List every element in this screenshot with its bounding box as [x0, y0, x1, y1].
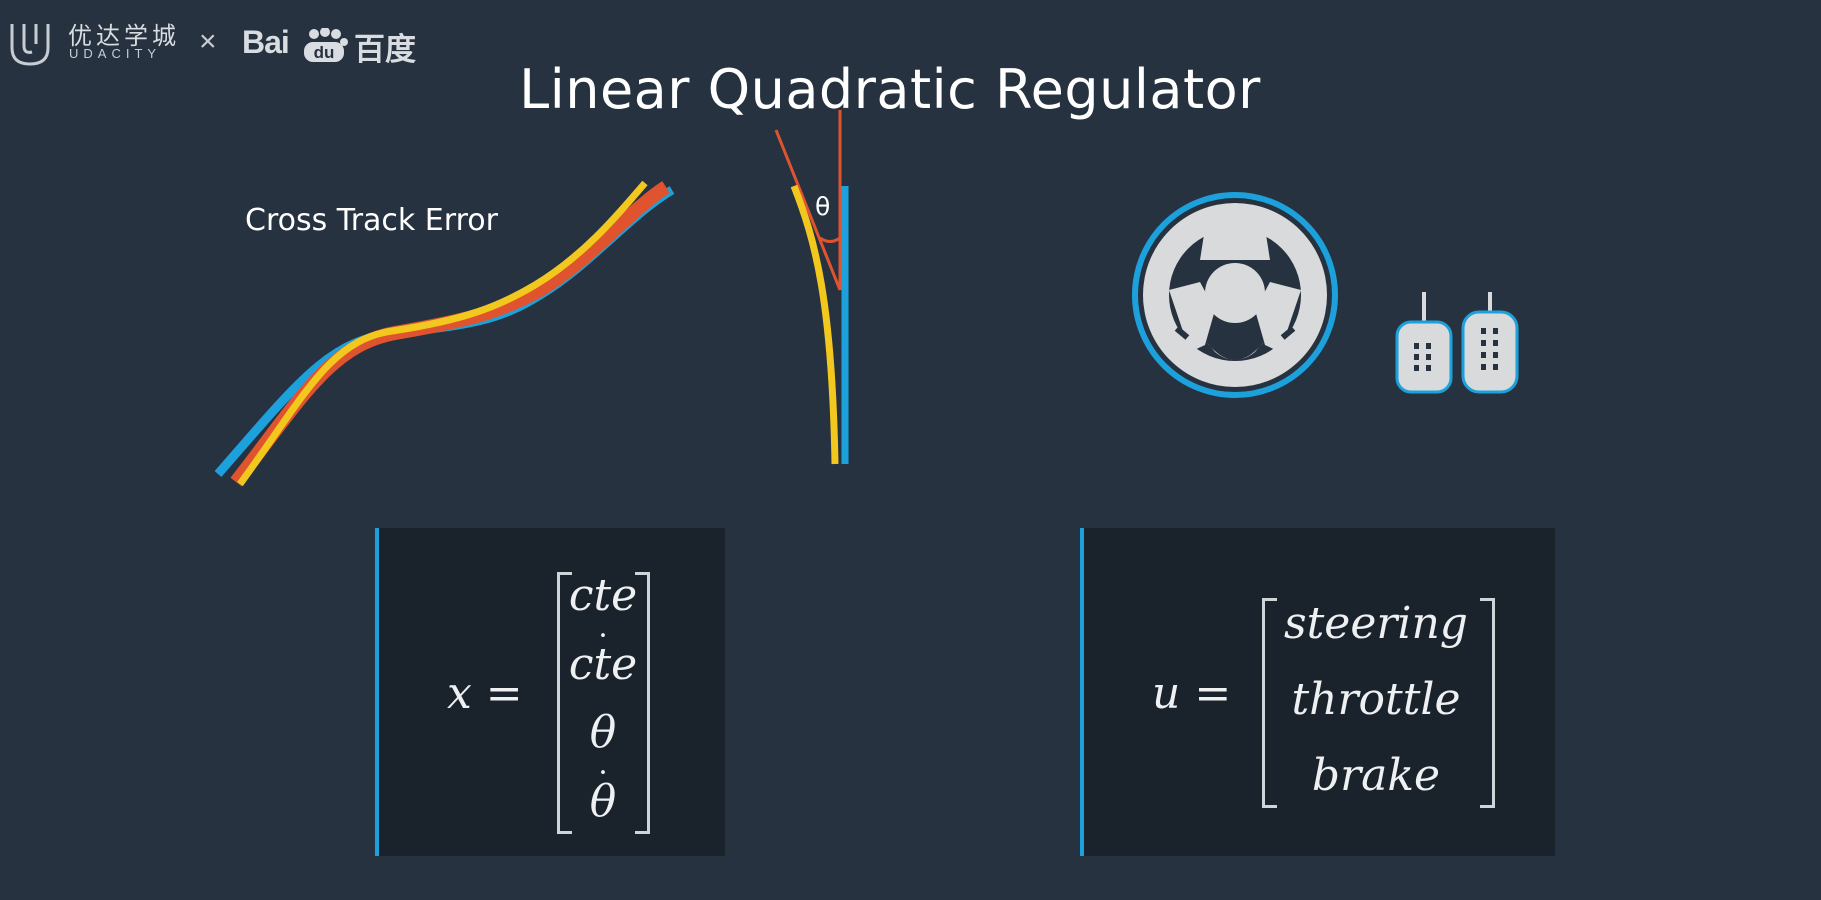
brake-pedal-icon — [1395, 292, 1453, 394]
state-vector-matrix: cte ˙cte θ ˙θ — [567, 574, 639, 824]
control-entry-steering: steering — [1284, 598, 1468, 649]
throttle-pedal-icon — [1461, 292, 1519, 394]
baidu-chinese-name: 百度 — [354, 32, 416, 68]
state-left-bracket — [557, 572, 572, 834]
heading-vehicle-yellow — [790, 184, 839, 465]
baidu-paw-logo: du — [304, 28, 348, 62]
brand-separator: × — [199, 25, 217, 58]
state-entry-cte-rate: ˙cte — [568, 627, 638, 690]
state-vector-lhs: x = — [447, 668, 523, 719]
state-entry-theta-rate-dot: ˙ — [594, 764, 612, 805]
theta-label: θ — [815, 192, 831, 221]
control-entry-throttle: throttle — [1291, 674, 1461, 725]
state-entry-cte-rate-dot: ˙ — [594, 627, 612, 668]
control-left-bracket — [1262, 598, 1277, 808]
steering-wheel-icon — [1132, 192, 1338, 398]
theta-arc — [819, 236, 841, 243]
state-entry-theta-rate: ˙θ — [589, 764, 617, 827]
state-box-accent — [375, 528, 379, 856]
control-vector-lhs: u = — [1152, 668, 1232, 719]
baidu-wordmark-bai: Bai — [242, 24, 290, 60]
control-right-bracket — [1480, 598, 1495, 808]
state-vector-box: x = cte ˙cte θ ˙θ — [375, 528, 725, 856]
control-vector-box: u = steering throttle brake — [1080, 528, 1555, 856]
udacity-logo — [10, 24, 50, 66]
udacity-wordmark: UDACITY — [69, 46, 162, 61]
control-entry-brake: brake — [1311, 750, 1441, 801]
page-title: Linear Quadratic Regulator — [519, 58, 1261, 122]
state-right-bracket — [635, 572, 650, 834]
control-vector-matrix: steering throttle brake — [1276, 602, 1476, 798]
control-box-accent — [1080, 528, 1084, 856]
udacity-chinese-name: 优达学城 — [68, 22, 180, 50]
heading-diagonal-red — [774, 129, 842, 291]
cte-vehicle-path — [237, 180, 648, 487]
state-entry-cte: cte — [568, 570, 638, 621]
state-entry-theta: θ — [589, 707, 617, 759]
cross-track-error-label: Cross Track Error — [245, 203, 498, 238]
baidu-du-text: du — [314, 43, 335, 62]
